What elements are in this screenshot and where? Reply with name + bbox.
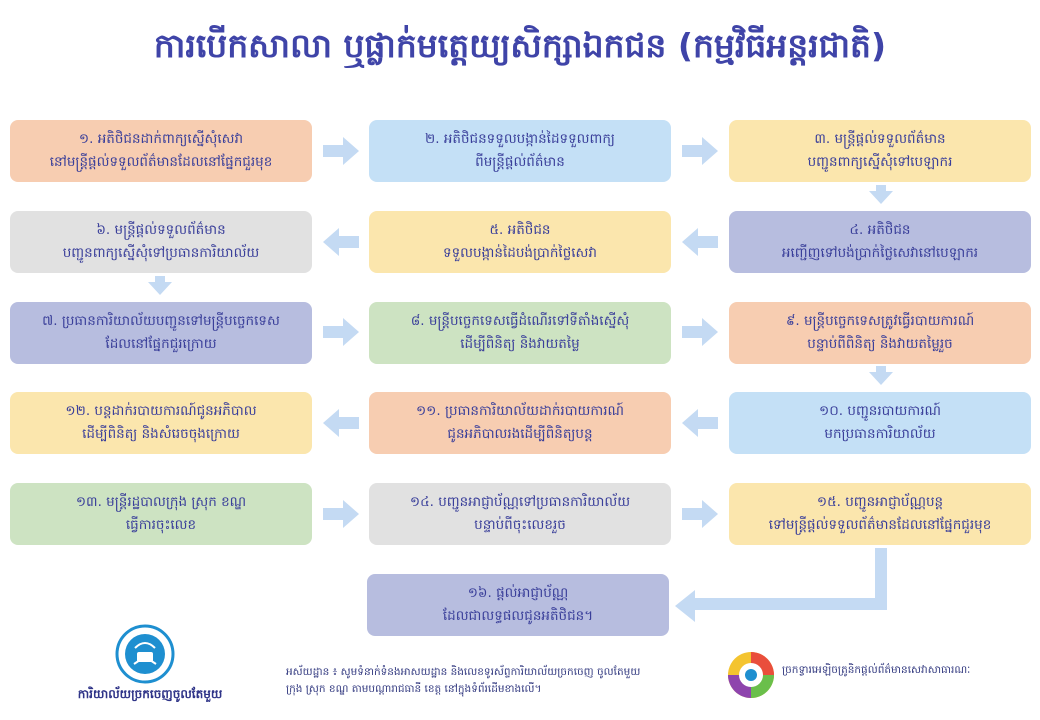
step-16-line2: ដែលជាលទ្ធផលជូនអតិថិជន។: [442, 608, 594, 624]
arrow-right-icon: [323, 500, 359, 528]
one-window-office-logo-icon: [115, 624, 175, 684]
step-10-line1: ១០. បញ្ជូនរបាយការណ៍: [819, 403, 941, 419]
footnote-line1: អស័យដ្ឋាន ៖ សូមទំនាក់ទំនងអាសយដ្ឋាន និងលេ…: [286, 666, 641, 678]
step-5-line1: ៥. អតិថិជន: [489, 222, 551, 238]
public-service-portal-logo-icon: [728, 652, 774, 698]
step-13: ១៣. មន្ត្រីរដ្ឋបាលក្រុង ស្រុក ខណ្ឌ ធ្វើក…: [10, 483, 312, 545]
arrow-elbow-icon: [675, 548, 887, 622]
step-11-line1: ១១. ប្រធានការិយាល័យដាក់របាយការណ៍: [415, 403, 625, 419]
step-12-line1: ១២. បន្តដាក់របាយការណ៍ជូនអភិបាល: [65, 403, 257, 419]
arrow-down-icon: [148, 276, 172, 295]
step-15-line2: ទៅមន្ត្រីផ្តល់ទទួលព័ត៌មានដែលនៅផ្នែកជួរមុ…: [768, 517, 992, 533]
step-8-line1: ៨. មន្ត្រីបច្ចេកទេសធ្វើដំណើរទៅទីតាំងស្នើ…: [410, 313, 630, 329]
step-6-line2: បញ្ជូនពាក្យស្នើសុំទៅប្រធានការិយាល័យ: [62, 245, 260, 261]
step-2: ២. អតិថិជនទទួលបង្កាន់ដៃទទួលពាក្យ ពីមន្ត្…: [369, 120, 671, 182]
step-5: ៥. អតិថិជន ទទួលបង្កាន់ដៃបង់ប្រាក់ថ្លៃសេវ…: [369, 211, 671, 273]
arrow-left-icon: [682, 228, 718, 256]
step-9-line2: បន្ទាប់ពីពិនិត្យ និងវាយតម្លៃរួច: [807, 336, 953, 352]
step-16-line1: ១៦. ផ្តល់អាជ្ញាប័ណ្ណ: [467, 585, 569, 601]
arrow-right-icon: [682, 500, 718, 528]
step-10: ១០. បញ្ជូនរបាយការណ៍ មកប្រធានការិយាល័យ: [729, 392, 1031, 454]
step-1-line2: នៅមន្ត្រីផ្តល់ទទួលព័ត៌មានដែលនៅផ្នែកជួរមុ…: [49, 154, 273, 170]
step-4: ៤. អតិថិជន អញ្ជើញទៅបង់ប្រាក់ថ្លៃសេវានៅបេ…: [729, 211, 1031, 273]
arrow-right-icon: [323, 318, 359, 346]
step-3: ៣. មន្ត្រីផ្តល់ទទួលព័ត៌មាន បញ្ជូនពាក្យស្…: [729, 120, 1031, 182]
step-1: ១. អតិថិជនដាក់ពាក្យស្នើសុំសេវា នៅមន្ត្រី…: [10, 120, 312, 182]
step-5-line2: ទទួលបង្កាន់ដៃបង់ប្រាក់ថ្លៃសេវា: [443, 245, 597, 261]
step-13-line1: ១៣. មន្ត្រីរដ្ឋបាលក្រុង ស្រុក ខណ្ឌ: [75, 494, 247, 510]
step-4-line1: ៤. អតិថិជន: [849, 222, 911, 238]
step-16: ១៦. ផ្តល់អាជ្ញាប័ណ្ណ ដែលជាលទ្ធផលជូនអតិថិ…: [367, 574, 669, 636]
step-2-line2: ពីមន្ត្រីផ្តល់ព័ត៌មាន: [475, 154, 565, 170]
arrow-down-icon: [869, 366, 893, 385]
step-6-line1: ៦. មន្ត្រីផ្តល់ទទួលព័ត៌មាន: [96, 222, 226, 238]
arrow-right-icon: [323, 137, 359, 165]
step-9-line1: ៩. មន្ត្រីបច្ចេកទេសត្រូវធ្វើរបាយការណ៍: [785, 313, 975, 329]
step-4-line2: អញ្ជើញទៅបង់ប្រាក់ថ្លៃសេវានៅបេឡាករ: [781, 245, 979, 261]
footnote-line2: ក្រុង ស្រុក ខណ្ឌ តាមបណ្តារាជធានី ខេត្ត ន…: [286, 683, 542, 695]
step-11: ១១. ប្រធានការិយាល័យដាក់របាយការណ៍ ជូនអភិប…: [369, 392, 671, 454]
step-14-line2: បន្ទាប់ពីចុះលេខរួច: [474, 517, 566, 533]
step-8-line2: ដើម្បីពិនិត្យ និងវាយតម្លៃ: [460, 336, 580, 352]
step-11-line2: ជូនអភិបាលរងដើម្បីពិនិត្យបន្ត: [447, 426, 593, 442]
step-15: ១៥. បញ្ជូនអាជ្ញាប័ណ្ណបន្ត ទៅមន្ត្រីផ្តល់…: [729, 483, 1031, 545]
step-13-line2: ធ្វើការចុះលេខ: [125, 517, 197, 533]
step-15-line1: ១៥. បញ្ជូនអាជ្ញាប័ណ្ណបន្ត: [816, 494, 944, 510]
step-10-line2: មកប្រធានការិយាល័យ: [824, 426, 936, 442]
arrow-right-icon: [682, 137, 718, 165]
step-7-line2: ដែលនៅផ្នែកជួរក្រោយ: [105, 336, 217, 352]
step-12-line2: ដើម្បីពិនិត្យ និងសំរេចចុងក្រោយ: [82, 426, 240, 442]
step-8: ៨. មន្ត្រីបច្ចេកទេសធ្វើដំណើរទៅទីតាំងស្នើ…: [369, 302, 671, 364]
org-name: ការិយាល័យច្រកចេញចូលតែមួយ: [77, 687, 223, 701]
step-14-line1: ១៤. បញ្ជូនអាជ្ញាប័ណ្ណទៅប្រធានការិយាល័យ: [409, 494, 631, 510]
step-12: ១២. បន្តដាក់របាយការណ៍ជូនអភិបាល ដើម្បីពិន…: [10, 392, 312, 454]
step-2-line1: ២. អតិថិជនទទួលបង្កាន់ដៃទទួលពាក្យ: [425, 131, 615, 147]
step-6: ៦. មន្ត្រីផ្តល់ទទួលព័ត៌មាន បញ្ជូនពាក្យស្…: [10, 211, 312, 273]
arrow-left-icon: [323, 228, 359, 256]
step-7-line1: ៧. ប្រធានការិយាល័យបញ្ជូនទៅមន្ត្រីបច្ចេកទ…: [42, 313, 280, 329]
step-7: ៧. ប្រធានការិយាល័យបញ្ជូនទៅមន្ត្រីបច្ចេកទ…: [10, 302, 312, 364]
arrow-right-icon: [682, 318, 718, 346]
step-3-line2: បញ្ជូនពាក្យស្នើសុំទៅបេឡាករ: [807, 154, 953, 170]
arrow-down-icon: [869, 185, 893, 204]
page-title: ការបើកសាលា ឬផ្លាក់មត្តេយ្យសិក្សាឯកជន (កម…: [153, 26, 887, 65]
step-3-line1: ៣. មន្ត្រីផ្តល់ទទួលព័ត៌មាន: [814, 131, 946, 147]
step-9: ៩. មន្ត្រីបច្ចេកទេសត្រូវធ្វើរបាយការណ៍ បន…: [729, 302, 1031, 364]
arrow-left-icon: [682, 409, 718, 437]
footnote: អស័យដ្ឋាន ៖ សូមទំនាក់ទំនងអាសយដ្ឋាន និងលេ…: [286, 664, 706, 698]
step-14: ១៤. បញ្ជូនអាជ្ញាប័ណ្ណទៅប្រធានការិយាល័យ ប…: [369, 483, 671, 545]
program-text: ច្រកទ្វារអេឡិចត្រូនិកផ្តល់ព័ត៌មានសេវាសាធ…: [782, 664, 971, 676]
arrow-left-icon: [323, 409, 359, 437]
step-1-line1: ១. អតិថិជនដាក់ពាក្យស្នើសុំសេវា: [78, 131, 244, 147]
